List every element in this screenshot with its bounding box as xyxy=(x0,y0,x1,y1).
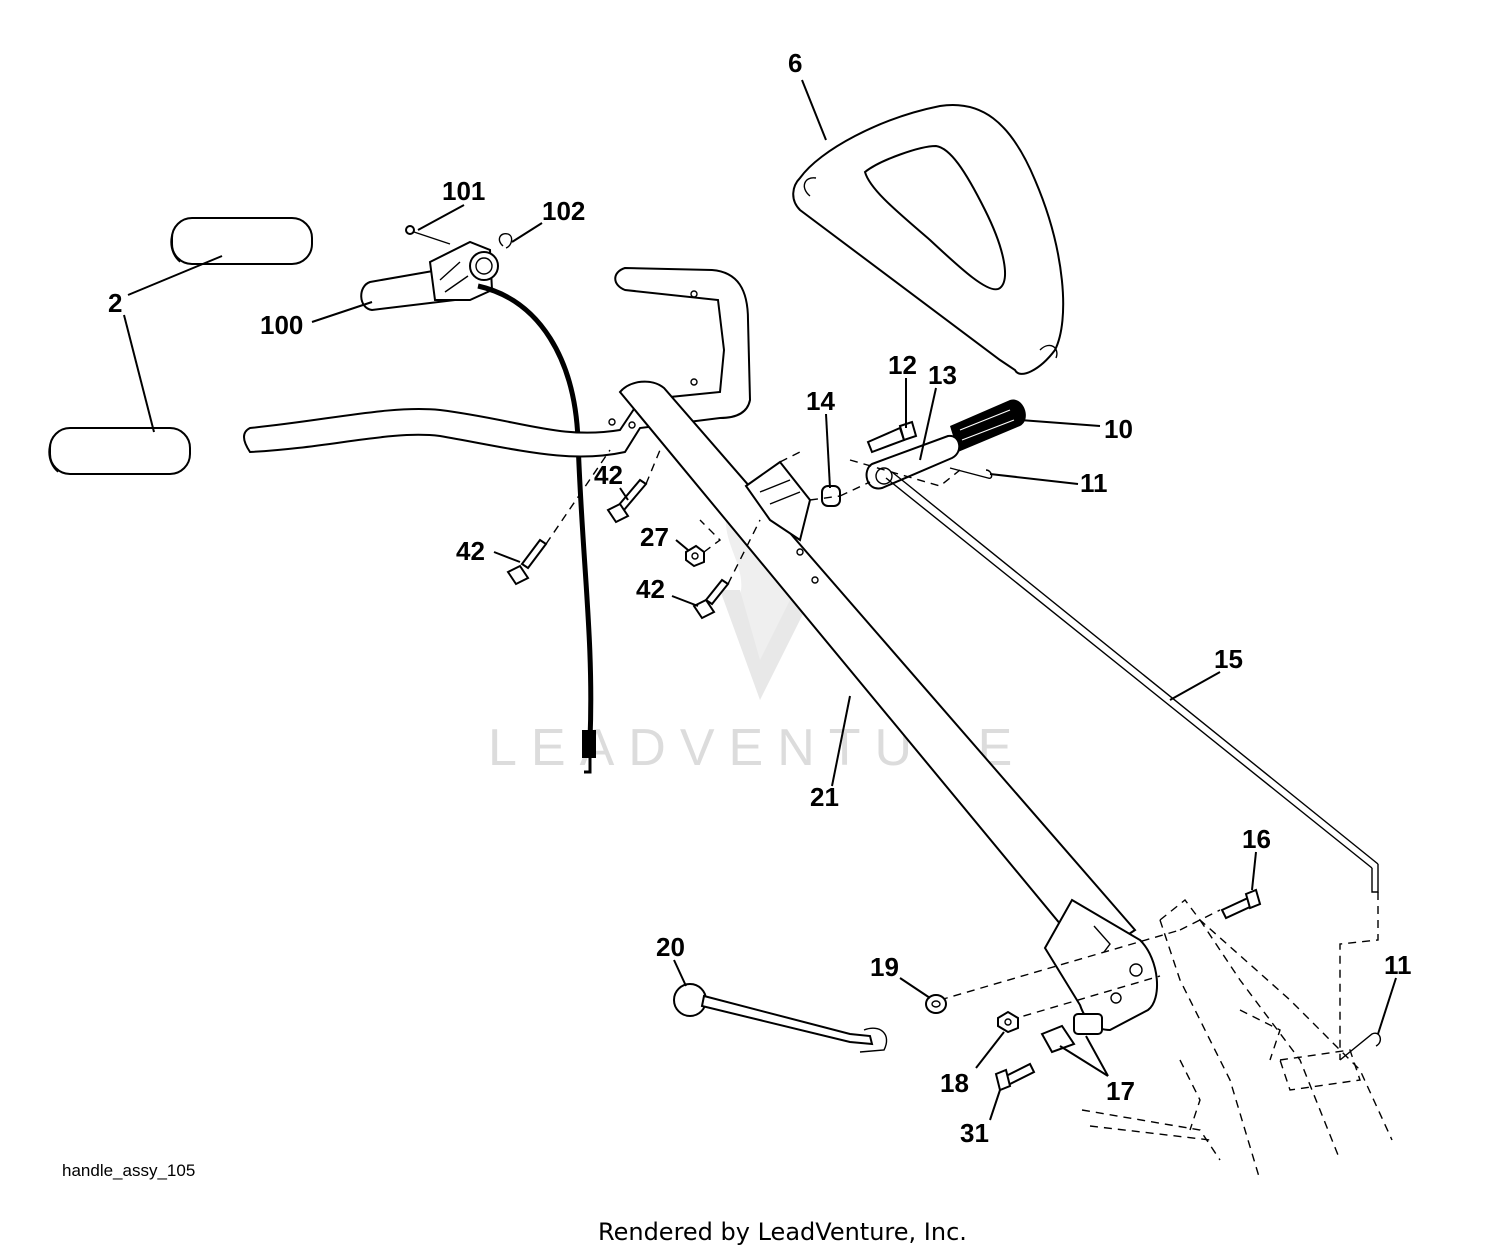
callout-17: 17 xyxy=(1106,1076,1135,1106)
callout-42-left: 42 xyxy=(456,536,485,566)
callout-14: 14 xyxy=(806,386,835,416)
handle-grip-lower[interactable] xyxy=(48,427,191,475)
callout-10: 10 xyxy=(1104,414,1133,444)
callout-42-lower: 42 xyxy=(636,574,665,604)
washer-19[interactable] xyxy=(925,994,947,1014)
callout-27: 27 xyxy=(640,522,669,552)
handle-shroud[interactable] xyxy=(792,104,1065,375)
cable-clip[interactable] xyxy=(498,232,513,249)
callout-12: 12 xyxy=(888,350,917,380)
callout-16: 16 xyxy=(1242,824,1271,854)
hairpin-clip-upper[interactable] xyxy=(949,467,993,479)
leader-lines xyxy=(123,79,1397,1121)
handlebar[interactable] xyxy=(243,266,752,458)
callout-21: 21 xyxy=(810,782,839,812)
callout-19: 19 xyxy=(870,952,899,982)
tube-mount-bracket[interactable] xyxy=(1043,898,1158,1032)
tiller-frame-outline xyxy=(1081,899,1393,1181)
callout-6: 6 xyxy=(788,48,802,78)
callout-31: 31 xyxy=(960,1118,989,1148)
callout-101: 101 xyxy=(442,176,485,206)
hairpin-clip-lower[interactable] xyxy=(1339,1032,1382,1061)
handle-tube[interactable] xyxy=(618,380,1137,962)
callout-42-upper: 42 xyxy=(594,460,623,490)
diagram-reference: handle_assy_105 xyxy=(62,1161,195,1180)
lock-nut-27[interactable] xyxy=(685,544,705,568)
throttle-cable xyxy=(477,283,596,774)
callout-100: 100 xyxy=(260,310,303,340)
bolt-31[interactable] xyxy=(994,1062,1036,1092)
throttle-control[interactable] xyxy=(360,240,499,312)
bolt-42-lower[interactable] xyxy=(692,578,730,620)
callout-102: 102 xyxy=(542,196,585,226)
bolt-42-left[interactable] xyxy=(506,538,548,586)
callouts: 6 101 102 2 100 12 13 14 10 11 42 42 27 … xyxy=(108,48,1412,1148)
spacer-17-upper[interactable] xyxy=(1073,1013,1103,1035)
lever-bolt[interactable] xyxy=(866,420,918,454)
handle-grip-upper[interactable] xyxy=(170,217,313,265)
callout-20: 20 xyxy=(656,932,685,962)
cable-pin[interactable] xyxy=(405,225,451,245)
assembly-lines xyxy=(545,449,1379,1060)
callout-2: 2 xyxy=(108,288,122,318)
callout-11-upper: 11 xyxy=(1080,468,1108,498)
shift-rod-20[interactable] xyxy=(673,983,888,1053)
spacer-17-lower[interactable] xyxy=(1040,1024,1076,1054)
bolt-16[interactable] xyxy=(1220,888,1262,920)
control-lever-grip[interactable] xyxy=(950,399,1026,452)
callout-15: 15 xyxy=(1214,644,1243,674)
callout-18: 18 xyxy=(940,1068,969,1098)
footer-credit: Rendered by LeadVenture, Inc. xyxy=(598,1218,967,1246)
callout-11-lower: 11 xyxy=(1384,950,1412,980)
nut-18[interactable] xyxy=(997,1010,1019,1034)
lever-spacer[interactable] xyxy=(821,485,841,507)
connecting-rod[interactable] xyxy=(885,471,1379,893)
callout-13: 13 xyxy=(928,360,957,390)
lever-bracket[interactable] xyxy=(744,460,812,542)
control-lever-shaft[interactable] xyxy=(865,434,961,490)
